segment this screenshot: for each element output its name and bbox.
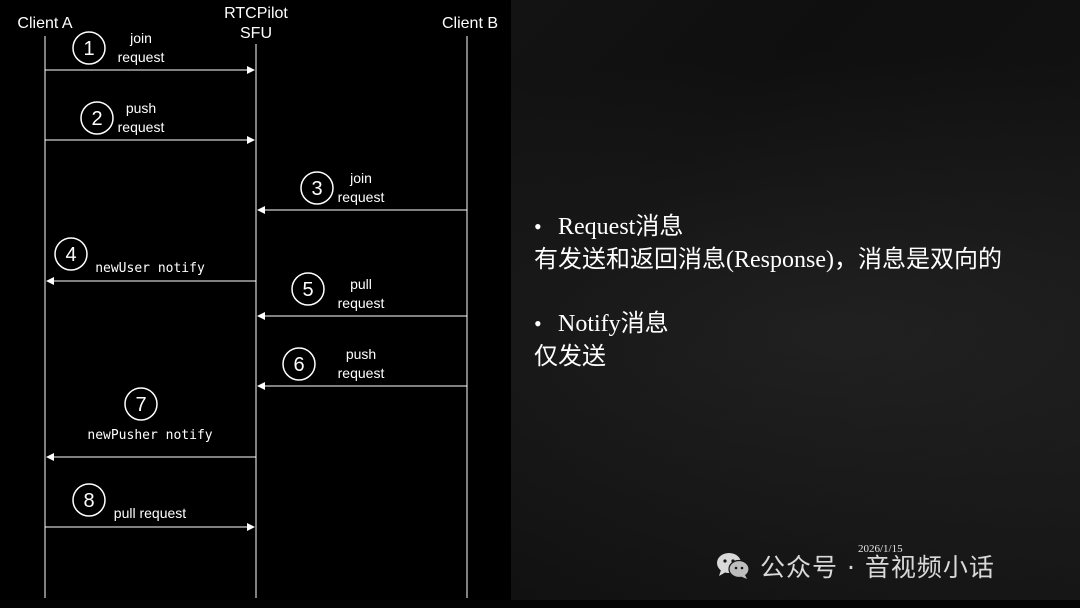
step-circle — [282, 347, 316, 381]
message-step-6: 6 push request — [257, 346, 467, 390]
step-number: 2 — [91, 108, 102, 130]
step-circle — [124, 387, 158, 421]
wechat-icon — [717, 553, 750, 579]
message-label: newPusher notify — [87, 428, 212, 443]
step-number: 1 — [83, 38, 94, 60]
message-label: join — [129, 30, 152, 46]
bullet-description: 仅发送 — [534, 344, 606, 370]
bullet-icon: • — [534, 214, 542, 239]
message-step-4: 4 newUser notify — [46, 237, 256, 285]
step-circle — [291, 272, 325, 306]
message-step-2: 2 push request — [45, 100, 255, 144]
step-number: 6 — [293, 354, 304, 376]
sequence-diagram: Client A RTCPilot SFU Client B 1 join re… — [0, 0, 511, 600]
bullet-title: Notify消息 — [558, 311, 669, 337]
bullet-description: 有发送和返回消息(Response)，消息是双向的 — [534, 247, 1002, 273]
sequence-diagram-svg: Client A RTCPilot SFU Client B 1 join re… — [17, 5, 498, 598]
step-circle — [300, 171, 334, 205]
participant-sfu-name: RTCPilot — [224, 5, 288, 22]
step-circle — [72, 31, 106, 65]
step-circle — [54, 237, 88, 271]
message-label: request — [118, 119, 165, 135]
bullet-notify: • Notify消息 — [534, 307, 1074, 341]
notes-panel: • Request消息 有发送和返回消息(Response)，消息是双向的 • … — [534, 210, 1074, 374]
bottom-strip — [0, 600, 1080, 608]
message-step-3: 3 join request — [257, 170, 467, 214]
watermark: 公众号 · 音视频小话 — [716, 548, 995, 584]
step-number: 4 — [65, 244, 76, 266]
message-label: pull — [350, 276, 372, 292]
message-step-7: 7 newPusher notify — [46, 387, 256, 461]
participant-client-b: Client B — [442, 15, 498, 32]
message-label: join — [349, 170, 372, 186]
message-label: push — [126, 100, 156, 116]
message-step-1: 1 join request — [45, 30, 255, 74]
step-circle — [72, 483, 106, 517]
bullet-request: • Request消息 — [534, 210, 1074, 244]
message-step-5: 5 pull request — [257, 272, 467, 320]
step-number: 7 — [135, 394, 146, 416]
message-label: request — [338, 189, 385, 205]
message-label: push — [346, 346, 376, 362]
bullet-title: Request消息 — [558, 214, 684, 240]
participant-client-a: Client A — [17, 15, 72, 32]
slide-date: 2026/1/15 — [858, 543, 903, 555]
participant-sfu-type: SFU — [240, 25, 272, 42]
message-label: request — [338, 295, 385, 311]
message-step-8: 8 pull request — [45, 483, 255, 531]
message-label: newUser notify — [95, 261, 205, 276]
message-label: request — [118, 49, 165, 65]
step-number: 5 — [302, 279, 313, 301]
message-label: pull request — [114, 505, 186, 521]
bullet-icon: • — [534, 311, 542, 336]
step-circle — [80, 101, 114, 135]
step-number: 3 — [311, 178, 322, 200]
watermark-text: 公众号 · 音视频小话 — [760, 553, 995, 582]
message-label: request — [338, 365, 385, 381]
step-number: 8 — [83, 490, 94, 512]
